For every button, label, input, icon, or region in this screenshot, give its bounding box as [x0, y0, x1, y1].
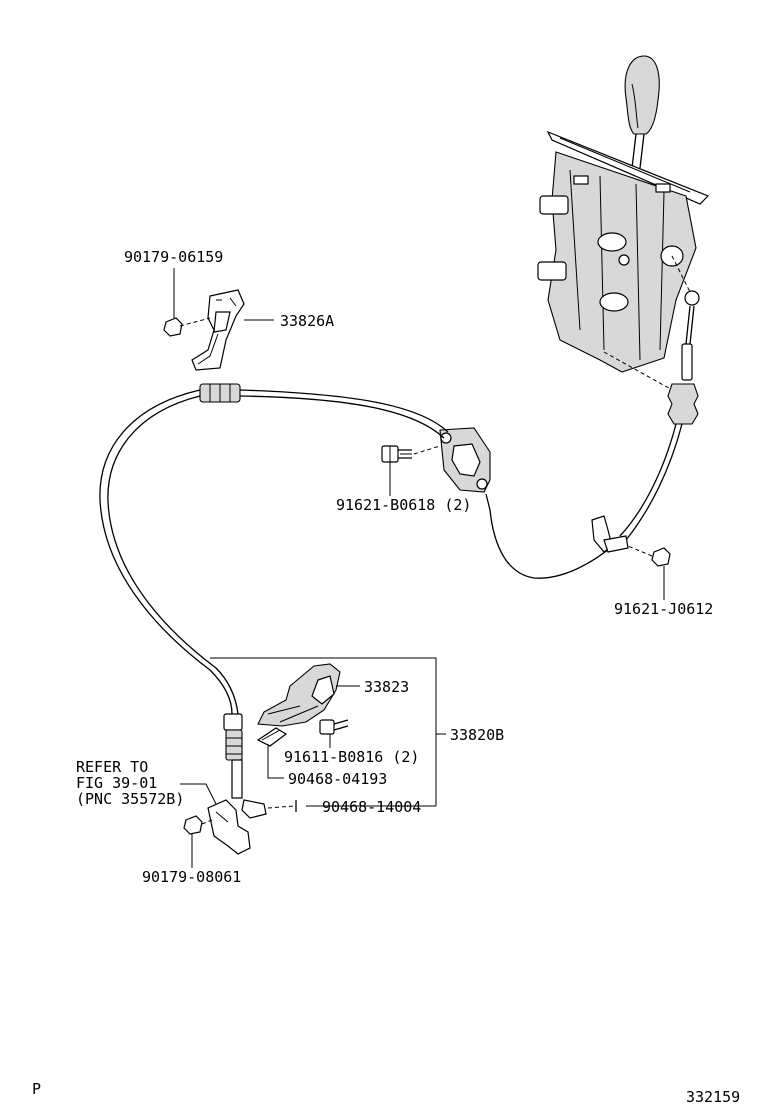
label-33823: 33823 [364, 678, 409, 696]
label-33820B: 33820B [450, 726, 504, 744]
bracket-33823 [256, 663, 349, 747]
clamp-bracket [591, 515, 671, 567]
cable-end-clip [183, 799, 297, 855]
cable-lever-end [667, 290, 700, 425]
footer-left-mark: P [32, 1080, 41, 1098]
label-91611-B0816: 91611-B0816 (2) [284, 748, 419, 766]
transmission-control-cable [99, 383, 683, 819]
bracket-33826A [163, 289, 245, 371]
label-33826A: 33826A [280, 312, 334, 330]
label-90179-06159: 90179-06159 [124, 248, 223, 266]
label-90179-08061: 90179-08061 [142, 868, 241, 886]
label-91621-J0612: 91621-J0612 [614, 600, 713, 618]
label-90468-14004: 90468-14004 [322, 798, 421, 816]
label-90468-04193: 90468-04193 [288, 770, 387, 788]
refer-to-line-3: (PNC 35572B) [76, 790, 184, 808]
label-91621-B0618: 91621-B0618 (2) [336, 496, 471, 514]
refer-to-line-1: REFER TO [76, 758, 148, 776]
refer-to-line-2: FIG 39-01 [76, 774, 157, 792]
leader-lines [173, 268, 665, 868]
figure-number: 332159 [686, 1088, 740, 1106]
shift-lever-assembly [537, 55, 710, 393]
bolt-91621-B0618 [381, 445, 441, 463]
